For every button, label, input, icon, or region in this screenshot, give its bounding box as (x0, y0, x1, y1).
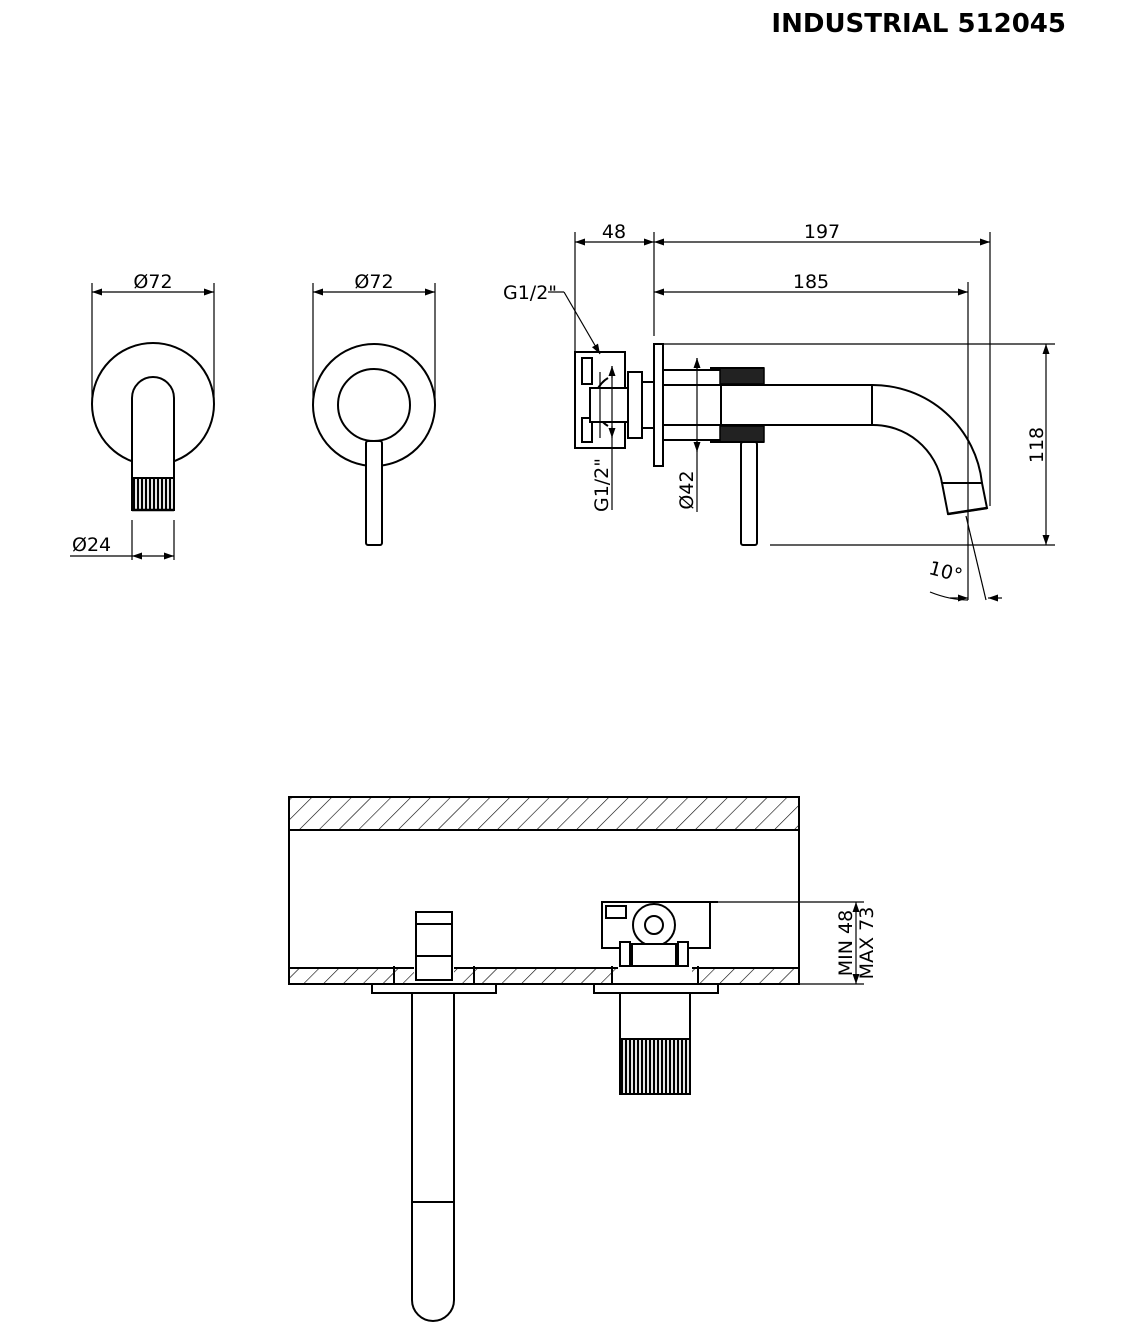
dim-wall-depth-min: MIN 48 (835, 910, 857, 976)
spout-front-view: Ø72 Ø24 (70, 271, 215, 560)
dim-wall-depth-max: MAX 73 (856, 907, 878, 980)
dim-spout-outlet-diameter: Ø24 (72, 534, 111, 556)
installation-section: MIN 48 MAX 73 (288, 796, 878, 1322)
dim-total-projection: 197 (804, 221, 840, 243)
dim-inlet-thread-side: G1/2" (591, 458, 613, 512)
mixer-front-view: Ø72 (312, 271, 436, 546)
dim-height: 118 (1026, 427, 1048, 463)
side-view: 48 197 185 118 G1/2" G1/2" Ø42 10° (503, 221, 1055, 602)
dim-inlet-depth: 48 (602, 221, 626, 243)
dim-spout-projection: 185 (793, 271, 829, 293)
dim-inlet-thread-top: G1/2" (503, 282, 557, 304)
dim-mixer-plate-diameter: Ø72 (354, 271, 393, 293)
dim-spout-plate-diameter: Ø72 (133, 271, 172, 293)
dim-angle: 10° (926, 557, 964, 587)
dim-body-diameter: Ø42 (676, 470, 698, 509)
drawing-title: INDUSTRIAL 512045 (771, 9, 1066, 39)
